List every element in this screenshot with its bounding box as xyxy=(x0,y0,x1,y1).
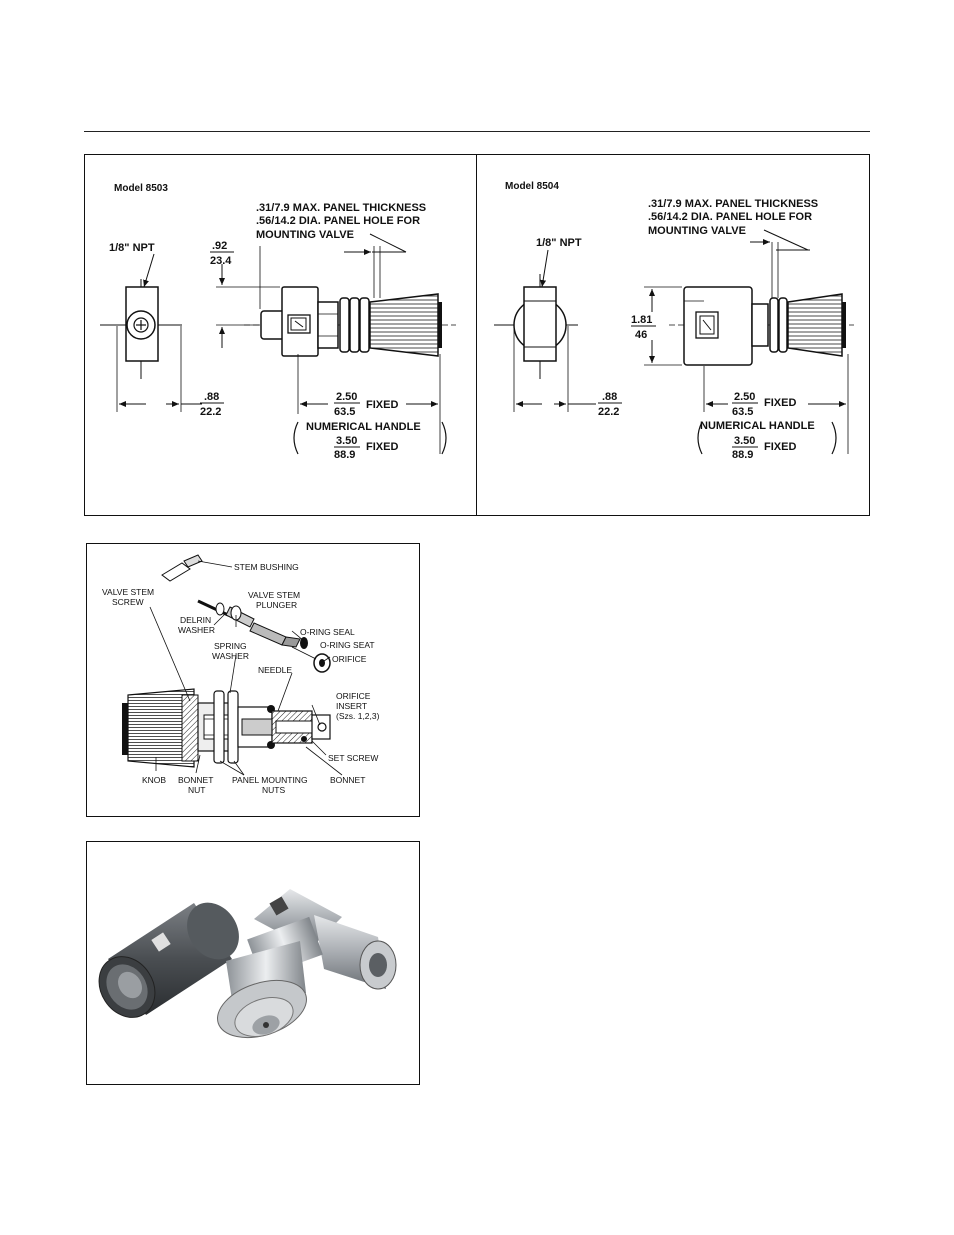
model-8504-handle-mm: 88.9 xyxy=(732,449,753,461)
label-stem-bushing: STEM BUSHING xyxy=(234,562,299,572)
model-8503-panel-thickness: .31/7.9 MAX. PANEL THICKNESS xyxy=(256,202,426,214)
model-8503-width-in: .88 xyxy=(204,391,219,403)
label-orifice-insert-1: ORIFICE xyxy=(336,691,371,701)
model-8503-handle-in: 3.50 xyxy=(336,435,357,447)
model-8503-mounting-valve: MOUNTING VALVE xyxy=(256,229,354,241)
model-8503-length-label: FIXED xyxy=(366,399,398,411)
label-panel-mounting-nuts-1: PANEL MOUNTING xyxy=(232,775,308,785)
label-set-screw: SET SCREW xyxy=(328,753,378,763)
model-8503-length-mm: 63.5 xyxy=(334,406,355,418)
dimension-drawings: Model 8503 1/8" NPT xyxy=(100,181,854,461)
model-8504-npt-label: 1/8" NPT xyxy=(536,237,582,249)
exploded-view-diagram: STEM BUSHING VALVE STEM SCREW VALVE STEM… xyxy=(102,554,380,795)
leader-lines xyxy=(149,560,343,776)
model-8503-npt-label: 1/8" NPT xyxy=(109,242,155,254)
label-o-ring-seal: O-RING SEAL xyxy=(300,627,355,637)
label-bonnet: BONNET xyxy=(330,775,365,785)
model-8503-handle-mm: 88.9 xyxy=(334,449,355,461)
valve-body-photo xyxy=(217,889,397,1039)
model-8503-handle-fixed: FIXED xyxy=(366,441,398,453)
label-panel-mounting-nuts-2: NUTS xyxy=(262,785,285,795)
label-knob: KNOB xyxy=(142,775,166,785)
label-spring-washer-1: SPRING xyxy=(214,641,247,651)
label-orifice-insert-3: (Szs. 1,2,3) xyxy=(336,711,380,721)
exploded-parts xyxy=(161,554,331,673)
model-8503-end-view xyxy=(100,279,182,379)
model-8503-handle-label: NUMERICAL HANDLE xyxy=(306,421,421,433)
product-photo xyxy=(98,889,397,1039)
model-8504-width-mm: 22.2 xyxy=(598,406,619,418)
model-8504-mounting-valve: MOUNTING VALVE xyxy=(648,225,746,237)
label-bonnet-nut-2: NUT xyxy=(188,785,205,795)
knob-photo xyxy=(98,902,239,1018)
model-8504-panel-thickness: .31/7.9 MAX. PANEL THICKNESS xyxy=(648,198,818,210)
model-8504-length-label: FIXED xyxy=(764,397,796,409)
model-8504-handle-in: 3.50 xyxy=(734,435,755,447)
label-bonnet-nut-1: BONNET xyxy=(178,775,213,785)
label-valve-stem-plunger-1: VALVE STEM xyxy=(248,590,300,600)
model-8504-length-mm: 63.5 xyxy=(732,406,753,418)
model-8503-length-in: 2.50 xyxy=(336,391,357,403)
exploded-view-panel xyxy=(86,543,420,817)
model-8504-end-view xyxy=(494,274,578,379)
model-8504-height-in: 1.81 xyxy=(631,314,652,326)
label-delrin-washer-2: WASHER xyxy=(178,625,215,635)
cutaway-assembly xyxy=(122,688,331,768)
model-8504-handle-label: NUMERICAL HANDLE xyxy=(700,420,815,432)
model-8503-height-mm: 23.4 xyxy=(210,255,232,267)
label-valve-stem-screw-2: SCREW xyxy=(112,597,144,607)
label-spring-washer-2: WASHER xyxy=(212,651,249,661)
model-8503-side-view xyxy=(244,286,456,357)
panel-divider xyxy=(476,154,477,516)
label-orifice: ORIFICE xyxy=(332,654,367,664)
header-rule xyxy=(84,131,870,132)
model-8503-panel-hole: .56/14.2 DIA. PANEL HOLE FOR xyxy=(256,215,420,227)
model-8503-width-mm: 22.2 xyxy=(200,406,221,418)
model-8504-handle-fixed: FIXED xyxy=(764,441,796,453)
label-valve-stem-plunger-2: PLUNGER xyxy=(256,600,297,610)
label-o-ring-seat: O-RING SEAT xyxy=(320,640,375,650)
model-8504-side-view xyxy=(669,286,854,366)
label-valve-stem-screw-1: VALVE STEM xyxy=(102,587,154,597)
label-needle: NEEDLE xyxy=(258,665,292,675)
label-orifice-insert-2: INSERT xyxy=(336,701,367,711)
label-delrin-washer-1: DELRIN xyxy=(180,615,211,625)
model-8504-drawing: Model 8504 1/8" NPT .31/7.9 MAX. PANE xyxy=(494,181,854,461)
model-8504-width-in: .88 xyxy=(602,391,617,403)
model-8504-title: Model 8504 xyxy=(505,181,559,192)
model-8504-height-mm: 46 xyxy=(635,329,647,341)
model-8503-title: Model 8503 xyxy=(114,183,168,194)
model-8504-length-in: 2.50 xyxy=(734,391,755,403)
model-8503-drawing: Model 8503 1/8" NPT xyxy=(100,183,456,461)
model-8503-height-in: .92 xyxy=(212,240,227,252)
model-8504-panel-hole: .56/14.2 DIA. PANEL HOLE FOR xyxy=(648,211,812,223)
